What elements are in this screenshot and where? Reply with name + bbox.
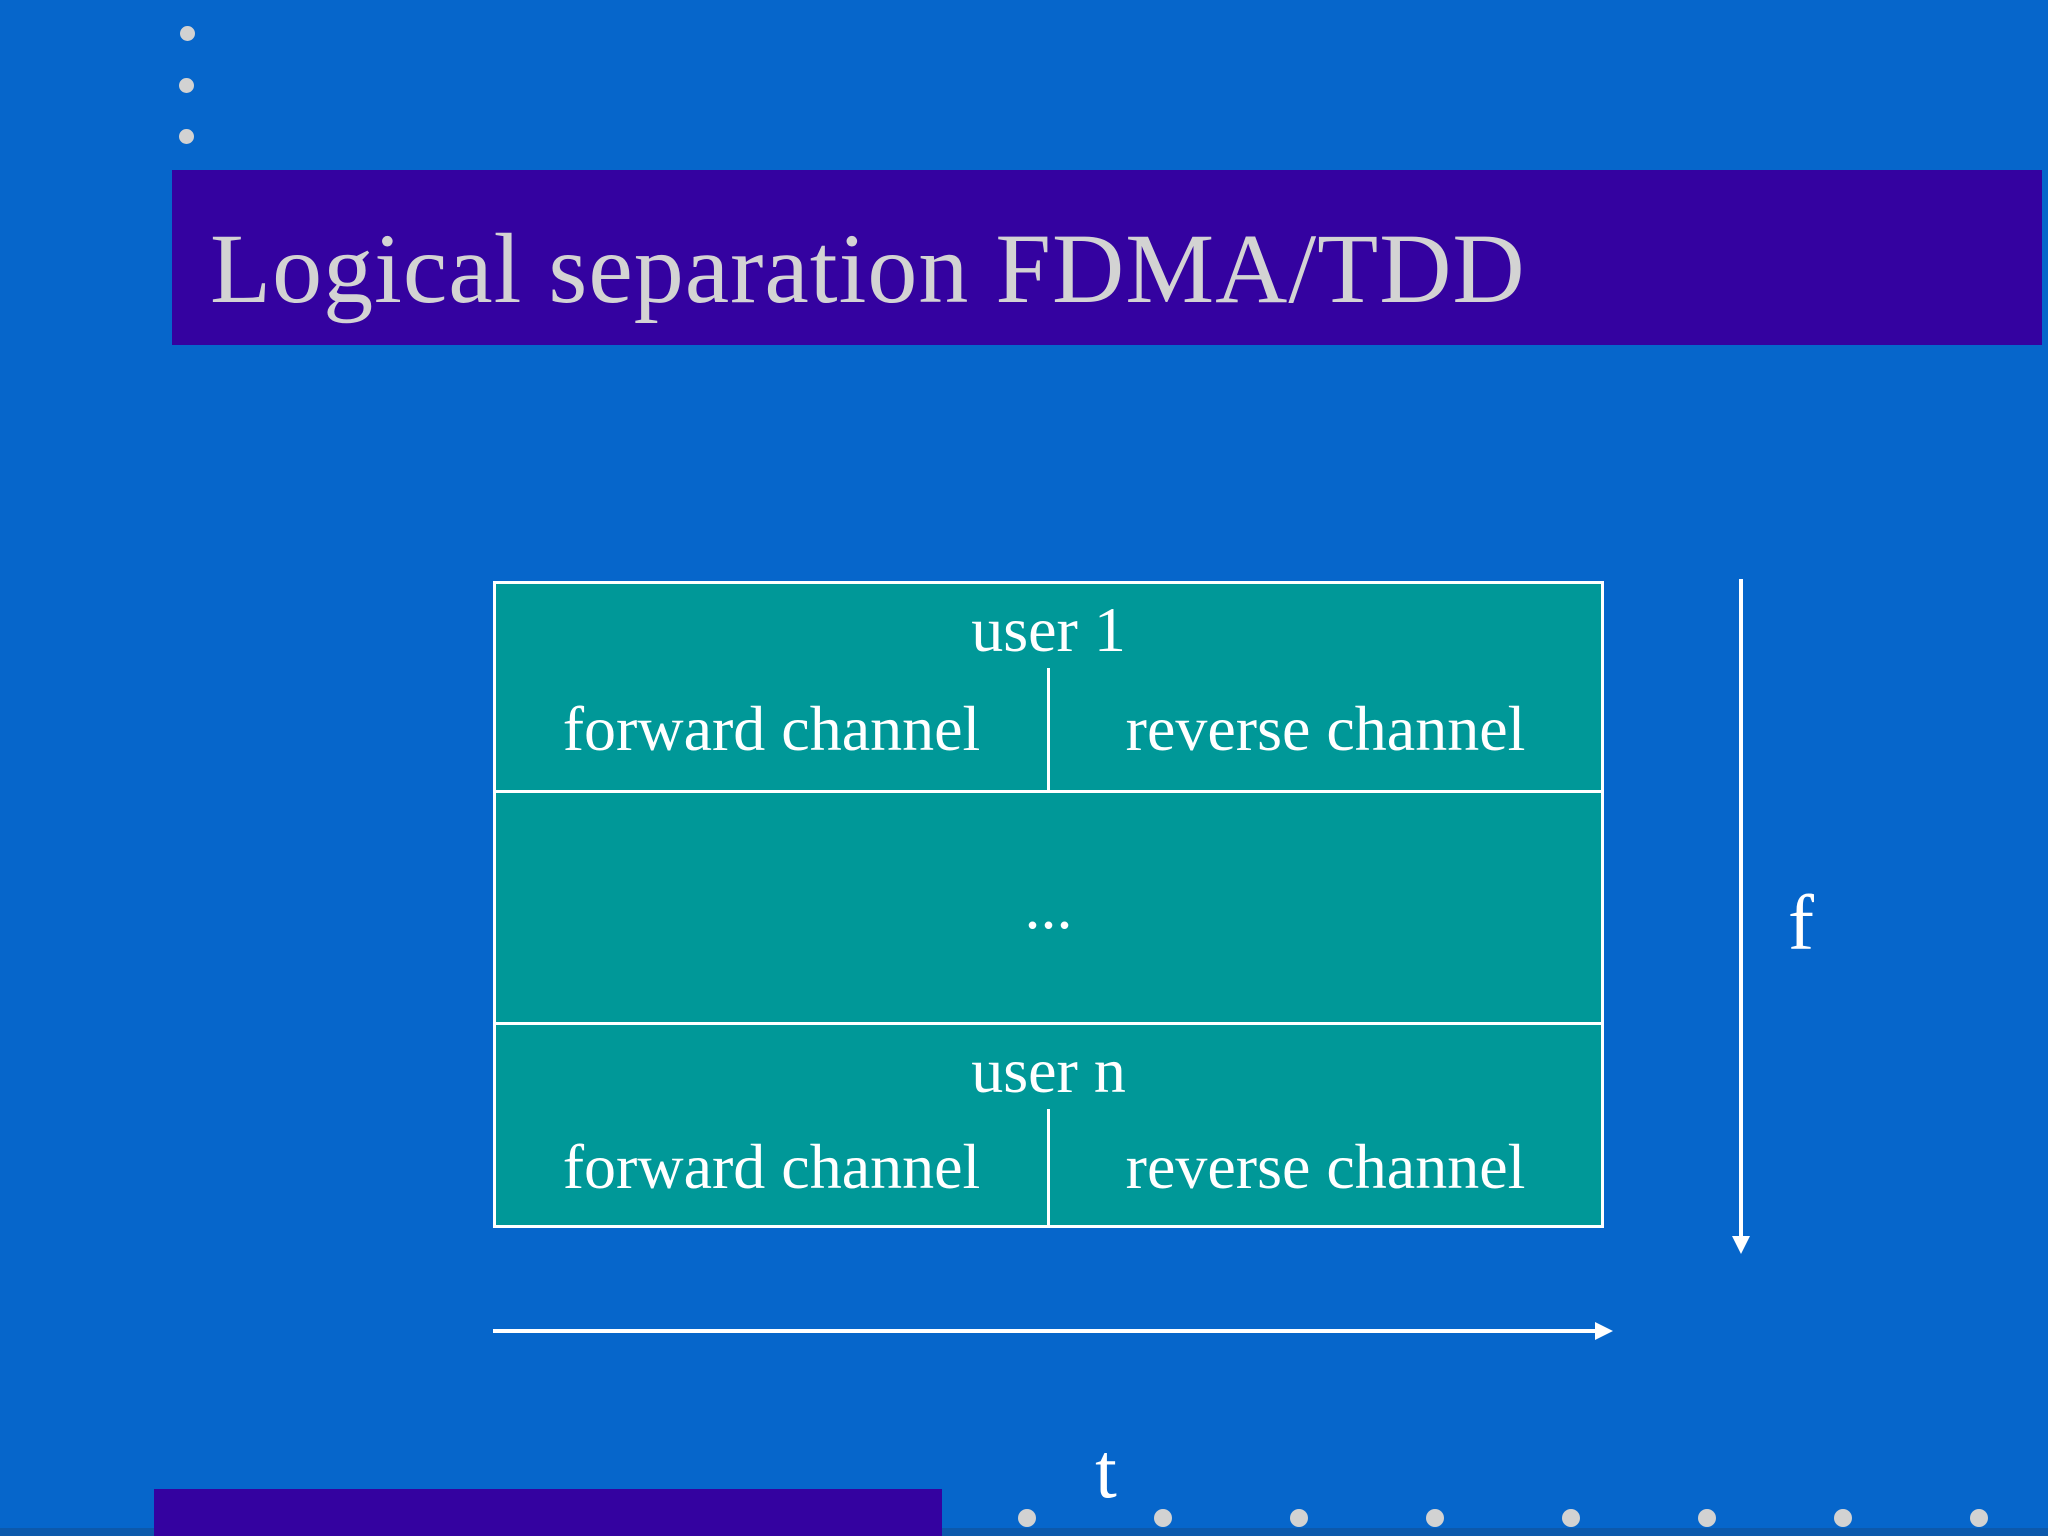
- user-1-reverse-channel-cell: reverse channel: [1047, 668, 1601, 791]
- slide-title: Logical separation FDMA/TDD: [210, 213, 1526, 324]
- bullet-dot: [180, 26, 195, 41]
- time-axis-line: [493, 1329, 1596, 1333]
- footer-dot: [1834, 1509, 1852, 1527]
- bottom-edge-strip: [0, 1528, 2048, 1536]
- user-1-row: user 1 forward channel reverse channel: [496, 584, 1601, 794]
- user-n-channels: forward channel reverse channel: [496, 1108, 1601, 1226]
- footer-accent-bar: [154, 1489, 942, 1536]
- fdma-tdd-diagram-box: user 1 forward channel reverse channel .…: [493, 581, 1604, 1228]
- footer-dot: [1562, 1509, 1580, 1527]
- user-1-forward-channel-cell: forward channel: [562, 693, 981, 765]
- footer-dot: [1970, 1509, 1988, 1527]
- footer-dot: [1018, 1509, 1036, 1527]
- bullet-dot: [179, 78, 194, 93]
- arrowhead-down-icon: [1732, 1236, 1750, 1254]
- ellipsis-label: ...: [1024, 871, 1073, 943]
- title-bar: Logical separation FDMA/TDD: [172, 170, 2042, 345]
- frequency-axis-line: [1739, 579, 1743, 1237]
- footer-dot: [1698, 1509, 1716, 1527]
- ellipsis-row: ...: [496, 793, 1601, 1025]
- user-1-label: user 1: [971, 594, 1126, 665]
- frequency-axis-label: f: [1788, 879, 1814, 966]
- time-axis-label: t: [1095, 1427, 1117, 1514]
- user-n-label: user n: [971, 1034, 1126, 1106]
- user-n-forward-channel-cell: forward channel: [562, 1130, 981, 1202]
- user-n-reverse-channel-cell: reverse channel: [1047, 1108, 1601, 1226]
- footer-dot: [1426, 1509, 1444, 1527]
- bullet-dot: [179, 129, 194, 144]
- footer-dot: [1154, 1509, 1172, 1527]
- user-1-channels: forward channel reverse channel: [496, 668, 1601, 791]
- user-n-row: user n forward channel reverse channel: [496, 1025, 1601, 1226]
- footer-dot: [1290, 1509, 1308, 1527]
- arrowhead-right-icon: [1595, 1322, 1613, 1340]
